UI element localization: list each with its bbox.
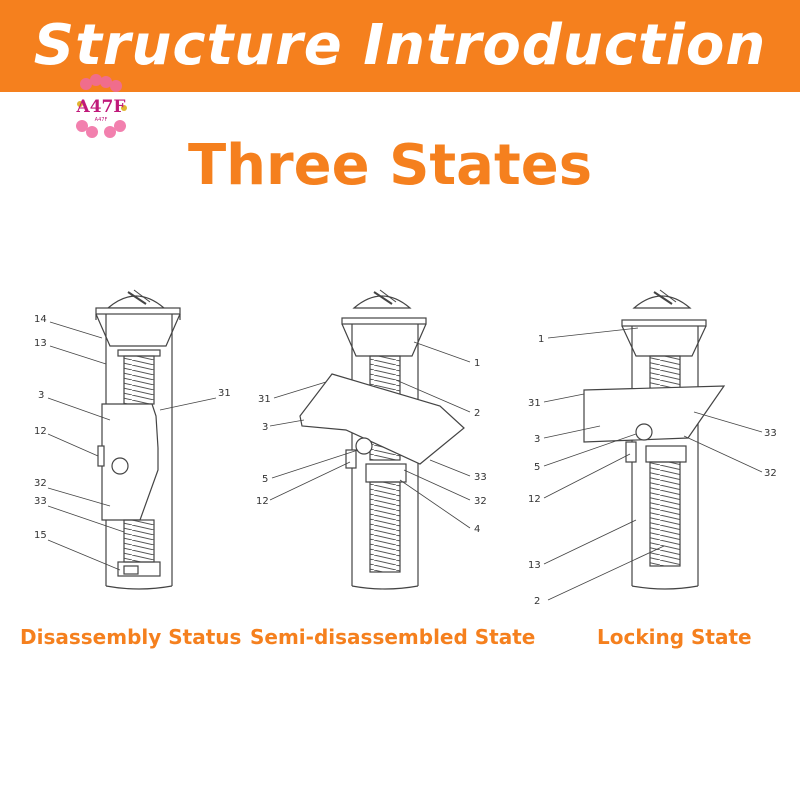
brand-logo: A47F A47F (72, 74, 130, 138)
callout-label: 2 (534, 596, 540, 607)
callout-label: 3 (262, 422, 268, 433)
callout-label: 13 (34, 338, 47, 349)
three-states-diagram: 14 13 3 12 32 33 15 31 31 3 5 12 1 2 33 … (34, 289, 777, 607)
fastener-locking (583, 289, 726, 590)
callout-label: 31 (218, 388, 231, 399)
callout-label: 31 (258, 394, 271, 405)
callout-label: 12 (34, 426, 47, 437)
banner-title: Structure Introduction (33, 13, 767, 78)
callout-label: 15 (34, 530, 47, 541)
logo-subtext: A47F (95, 117, 108, 123)
callout-label: 32 (34, 478, 47, 489)
callout-label: 5 (262, 474, 268, 485)
callout-numbers: 14 13 3 12 32 33 15 31 31 3 5 12 1 2 33 … (34, 314, 777, 607)
callout-label: 32 (764, 468, 777, 479)
callout-label: 31 (528, 398, 541, 409)
leader-lines (47, 321, 763, 601)
callout-label: 2 (474, 408, 480, 419)
callout-label: 33 (34, 496, 47, 507)
callout-label: 14 (34, 314, 47, 325)
callout-label: 4 (474, 524, 480, 535)
subtitle: Three States (187, 133, 593, 198)
callout-label: 3 (534, 434, 540, 445)
state-label-semi-disassembled: Semi-disassembled State (250, 625, 536, 649)
state-label-disassembly: Disassembly Status (20, 625, 242, 649)
callout-label: 1 (538, 334, 544, 345)
callout-label: 32 (474, 496, 487, 507)
callout-label: 5 (534, 462, 540, 473)
header-banner: Structure Introduction (0, 0, 800, 92)
state-label-locking: Locking State (597, 625, 752, 649)
fastener-disassembly (95, 289, 181, 590)
callout-label: 1 (474, 358, 480, 369)
logo-text: A47F (76, 97, 126, 117)
fastener-semi-disassembled (299, 289, 465, 590)
callout-label: 12 (528, 494, 541, 505)
callout-label: 13 (528, 560, 541, 571)
callout-label: 12 (256, 496, 269, 507)
callout-label: 33 (764, 428, 777, 439)
callout-label: 3 (38, 390, 44, 401)
flower-logo-icon: A47F A47F (76, 74, 127, 138)
callout-label: 33 (474, 472, 487, 483)
